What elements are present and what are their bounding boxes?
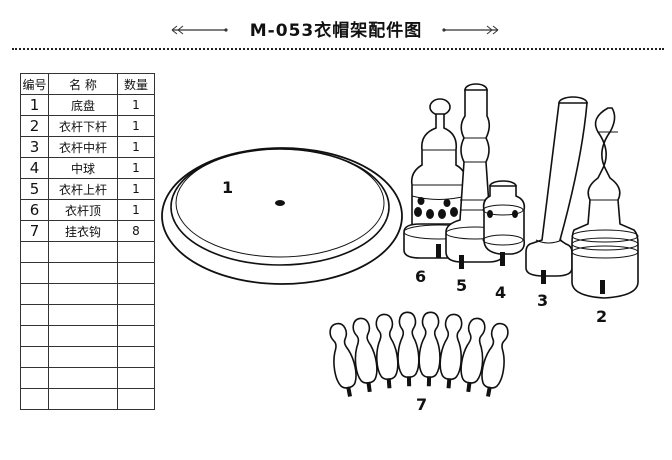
header: M-053衣帽架配件图 (0, 8, 672, 48)
table-row (20, 325, 155, 347)
table-row: 7 挂衣钩 8 (20, 220, 155, 242)
hook (329, 322, 357, 397)
part-hooks (329, 311, 509, 397)
title-ornament-right-icon (442, 25, 499, 35)
hook (352, 317, 378, 393)
label-hooks: 7 (416, 395, 427, 414)
cell-name: 底盘 (48, 94, 118, 116)
empty-cell (117, 388, 155, 410)
table-row: 2 衣杆下杆 1 (20, 115, 155, 137)
label-middle-pole: 3 (537, 291, 548, 310)
cell-quantity: 1 (117, 199, 155, 221)
header-number: 编号 (20, 73, 49, 95)
hook (375, 313, 399, 389)
hook (418, 311, 441, 387)
label-lower-pole: 2 (596, 307, 607, 326)
ball-dowel (500, 252, 505, 266)
hook (460, 317, 486, 393)
label-base: 1 (222, 178, 233, 197)
part-lower-pole: 2 (571, 107, 639, 326)
table-row: 1 底盘 1 (20, 94, 155, 116)
table-row (20, 283, 155, 305)
table-row (20, 367, 155, 389)
cell-quantity: 1 (117, 115, 155, 137)
upper-pole-dowel (459, 255, 464, 269)
base-hole-icon (275, 200, 285, 206)
top-dowel (436, 244, 441, 258)
middle-pole-dowel (541, 270, 546, 284)
label-upper-pole: 5 (456, 276, 467, 295)
base-plate: 1 (161, 147, 403, 285)
page-title: M-053衣帽架配件图 (249, 21, 423, 41)
parts-table: 编号 名 称 数量 1 底盘 1 2 衣杆下杆 1 3 衣杆中杆 1 4 中球 … (20, 73, 155, 410)
lower-pole-dowel (600, 280, 605, 294)
table-row (20, 346, 155, 368)
cell-quantity: 8 (117, 220, 155, 242)
table-row: 3 衣杆中杆 1 (20, 136, 155, 158)
hook (439, 313, 463, 389)
dotted-divider (12, 48, 664, 50)
label-top: 6 (415, 267, 426, 286)
table-row (20, 241, 155, 263)
table-row: 6 衣杆顶 1 (20, 199, 155, 221)
empty-rows (20, 241, 155, 410)
hook (397, 311, 420, 387)
title-ornament-left-icon (171, 25, 228, 35)
table-row (20, 388, 155, 410)
part-middle-pole: 3 (525, 96, 588, 310)
table-header-row: 编号 名 称 数量 (20, 73, 155, 95)
part-ball: 4 (482, 180, 526, 302)
hook (481, 322, 509, 397)
cell-name: 衣杆上杆 (48, 178, 118, 200)
table-row (20, 304, 155, 326)
table-row: 4 中球 1 (20, 157, 155, 179)
cell-name: 中球 (48, 157, 118, 179)
label-ball: 4 (495, 283, 506, 302)
